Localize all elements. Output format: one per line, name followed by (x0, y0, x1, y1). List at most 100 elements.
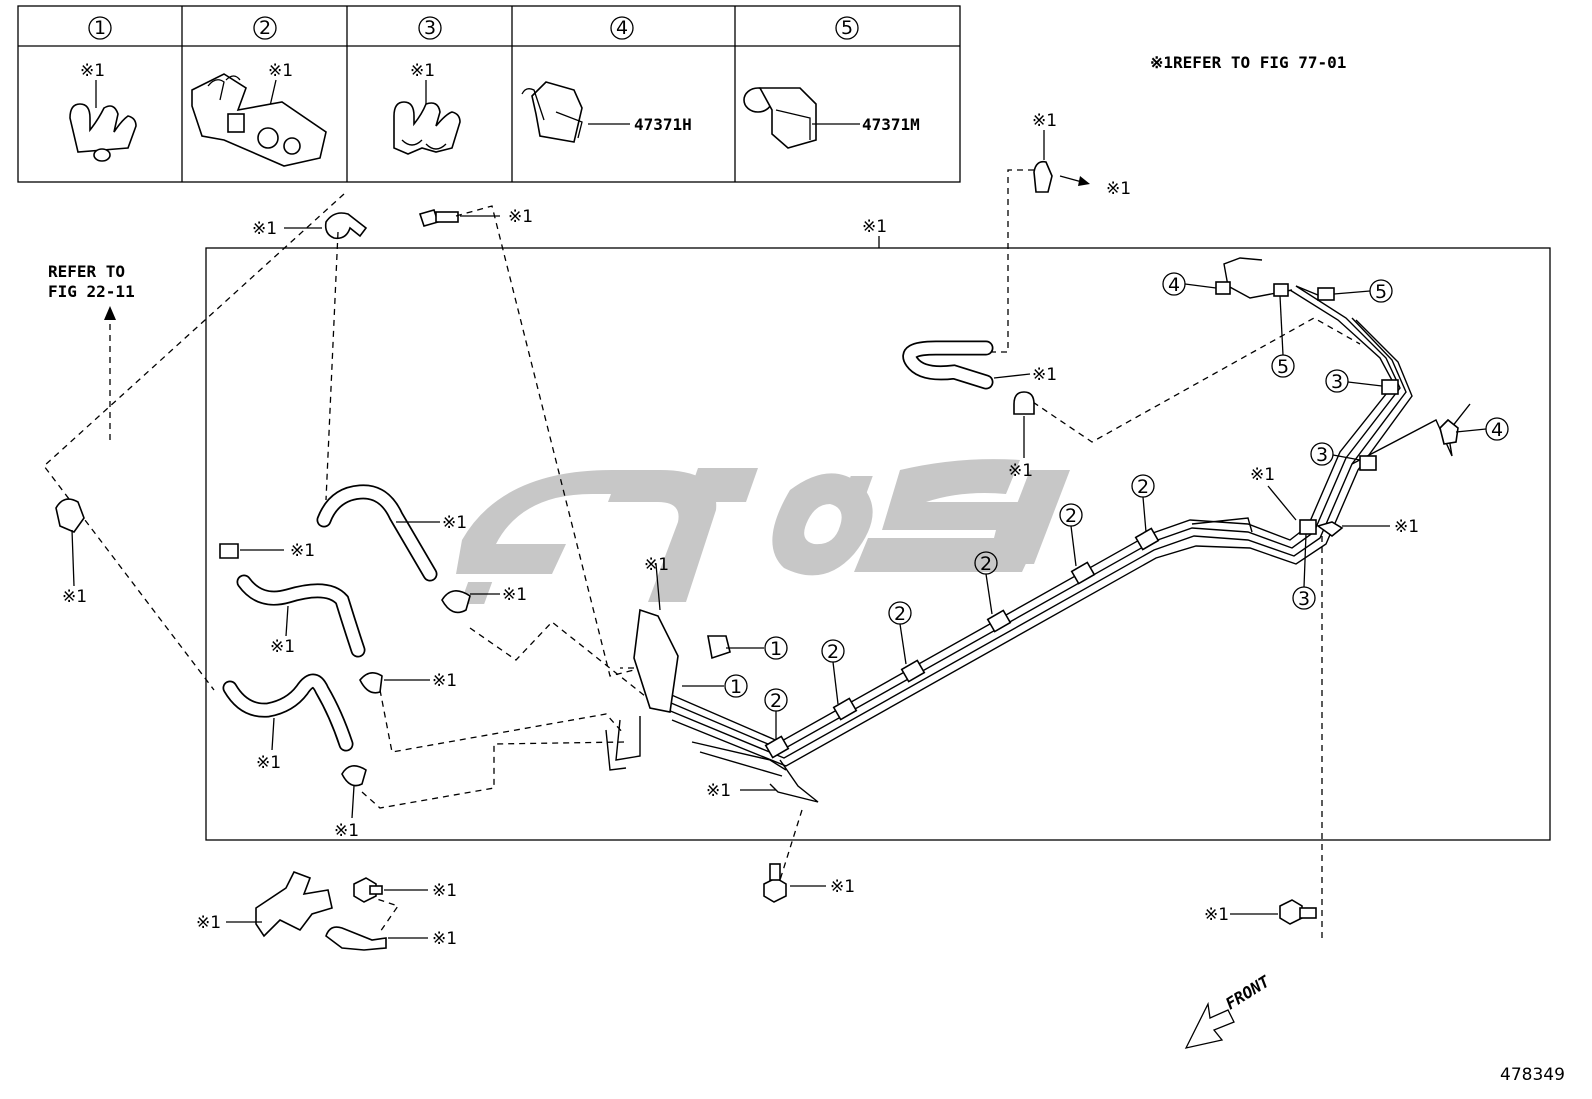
callout-2-d: 2 (974, 551, 998, 615)
top-clamp-left: ※1 (252, 212, 368, 240)
clamp-far-left: ※1 (55, 498, 87, 607)
figure-id: 478349 (1500, 1065, 1565, 1085)
callout-5-right: 5 (1333, 279, 1393, 303)
clamp-1-icon: ※1 (69, 61, 137, 162)
svg-text:1: 1 (730, 676, 742, 698)
clamp-2-icon: ※1 (191, 61, 327, 167)
bottom-bolt-right: ※1 (1204, 899, 1317, 925)
callout-1-connector: ※1 (644, 555, 669, 611)
svg-text:FIG 22-11: FIG 22-11 (48, 282, 135, 301)
assembly-ref: ※1 (862, 217, 887, 237)
svg-text:※1: ※1 (1032, 365, 1057, 385)
callout-1-lower: 1 (682, 674, 748, 698)
callout-2-f: 2 (1131, 474, 1155, 533)
top-right-clip: ※1 ※1 (1032, 111, 1131, 199)
top-bolt: ※1 (418, 207, 533, 227)
refer-fig-22-note: REFER TO FIG 22-11 (48, 262, 135, 301)
svg-text:5: 5 (1375, 281, 1387, 303)
svg-text:※1: ※1 (1008, 461, 1033, 481)
svg-text:※1: ※1 (290, 541, 315, 561)
legend-header-3: 3 (418, 16, 442, 40)
svg-text:3: 3 (424, 17, 436, 39)
svg-text:1: 1 (770, 638, 782, 660)
svg-text:※1: ※1 (334, 821, 359, 841)
callout-4-right: 4 (1455, 417, 1509, 441)
callout-2-c: 2 (888, 601, 912, 665)
svg-text:3: 3 (1316, 444, 1328, 466)
svg-text:REFER TO: REFER TO (48, 262, 125, 281)
svg-text:2: 2 (259, 17, 271, 39)
legend-header-4: 4 (610, 16, 634, 40)
clamp-3-icon: ※1 (393, 61, 461, 155)
svg-text:※1: ※1 (432, 929, 457, 949)
legend-table: 1 2 3 4 5 ※1 ※1 (17, 5, 961, 183)
svg-text:※1: ※1 (1032, 111, 1057, 131)
pipe-clamps (633, 281, 1459, 759)
svg-text:4: 4 (1491, 419, 1503, 441)
svg-text:※1: ※1 (268, 61, 293, 81)
svg-text:※1: ※1 (410, 61, 435, 81)
svg-text:3: 3 (1331, 371, 1343, 393)
legend-header-5: 5 (835, 16, 859, 40)
callout-3-a: 3 (1325, 369, 1383, 393)
svg-text:5: 5 (841, 17, 853, 39)
svg-text:※1: ※1 (502, 585, 527, 605)
svg-text:※1: ※1 (1204, 905, 1229, 925)
svg-text:4: 4 (616, 17, 628, 39)
svg-text:2: 2 (894, 603, 906, 625)
svg-text:※1: ※1 (62, 587, 87, 607)
bottom-bracket-left: ※1 (196, 870, 333, 938)
svg-text:1: 1 (94, 17, 106, 39)
svg-text:2: 2 (827, 641, 839, 663)
svg-text:※1: ※1 (1250, 465, 1275, 485)
svg-text:※1: ※1 (1394, 517, 1419, 537)
svg-text:※1: ※1 (432, 671, 457, 691)
ref-pipe-bracket: ※1 (706, 781, 776, 801)
clamp-4-icon: 47371H (521, 81, 692, 143)
assembly-box (205, 247, 1551, 841)
svg-text:47371M: 47371M (862, 115, 920, 134)
svg-text:3: 3 (1298, 588, 1310, 610)
svg-text:2: 2 (770, 690, 782, 712)
legend-header-2: 2 (253, 16, 277, 40)
svg-text:※1: ※1 (706, 781, 731, 801)
hose-clamp-bottom: ※1 (334, 765, 367, 841)
callout-2-a: 2 (764, 688, 788, 740)
watermark-logo (456, 459, 1070, 604)
svg-text:※1: ※1 (196, 913, 221, 933)
callout-1-upper: 1 (726, 636, 788, 660)
svg-text:4: 4 (1168, 274, 1180, 296)
bottom-bolt-center: ※1 (763, 863, 855, 903)
callout-2-e: 2 (1059, 503, 1083, 567)
callout-2-b: 2 (821, 639, 845, 705)
hose-clip-upper: ※1 (1008, 391, 1035, 481)
bottom-bracket-small: ※1 (325, 926, 457, 951)
hose-clip-left: ※1 (219, 541, 315, 561)
svg-text:※1: ※1 (432, 881, 457, 901)
front-arrow-icon (1184, 1001, 1235, 1049)
svg-text:※1: ※1 (1106, 179, 1131, 199)
svg-text:※1: ※1 (830, 877, 855, 897)
hose-clamp-lower: ※1 (359, 671, 457, 694)
refer-fig-77-note: ※1REFER TO FIG 77-01 (1150, 53, 1346, 72)
svg-text:2: 2 (980, 553, 992, 575)
bottom-bolt-left: ※1 (353, 877, 457, 903)
svg-text:※1: ※1 (80, 61, 105, 81)
legend-header-1: 1 (88, 16, 112, 40)
svg-text:※1: ※1 (442, 513, 467, 533)
front-label: FRONT (1222, 971, 1274, 1013)
svg-text:※1: ※1 (508, 207, 533, 227)
callout-5-lower: 5 (1271, 295, 1295, 378)
hose-upper-right: ※1 (902, 340, 1057, 390)
svg-text:※1: ※1 (644, 555, 669, 575)
svg-text:2: 2 (1137, 476, 1149, 498)
hose-left-lower: ※1 (222, 673, 354, 773)
svg-text:※1: ※1 (270, 637, 295, 657)
hose-clamp-middle: ※1 (441, 585, 527, 614)
ref-upper-pipes: ※1 (1250, 465, 1297, 521)
svg-text:※1: ※1 (256, 753, 281, 773)
ref-bracket-right: ※1 (1316, 517, 1419, 538)
callout-3-c: 3 (1292, 533, 1316, 610)
svg-text:※1: ※1 (252, 219, 277, 239)
